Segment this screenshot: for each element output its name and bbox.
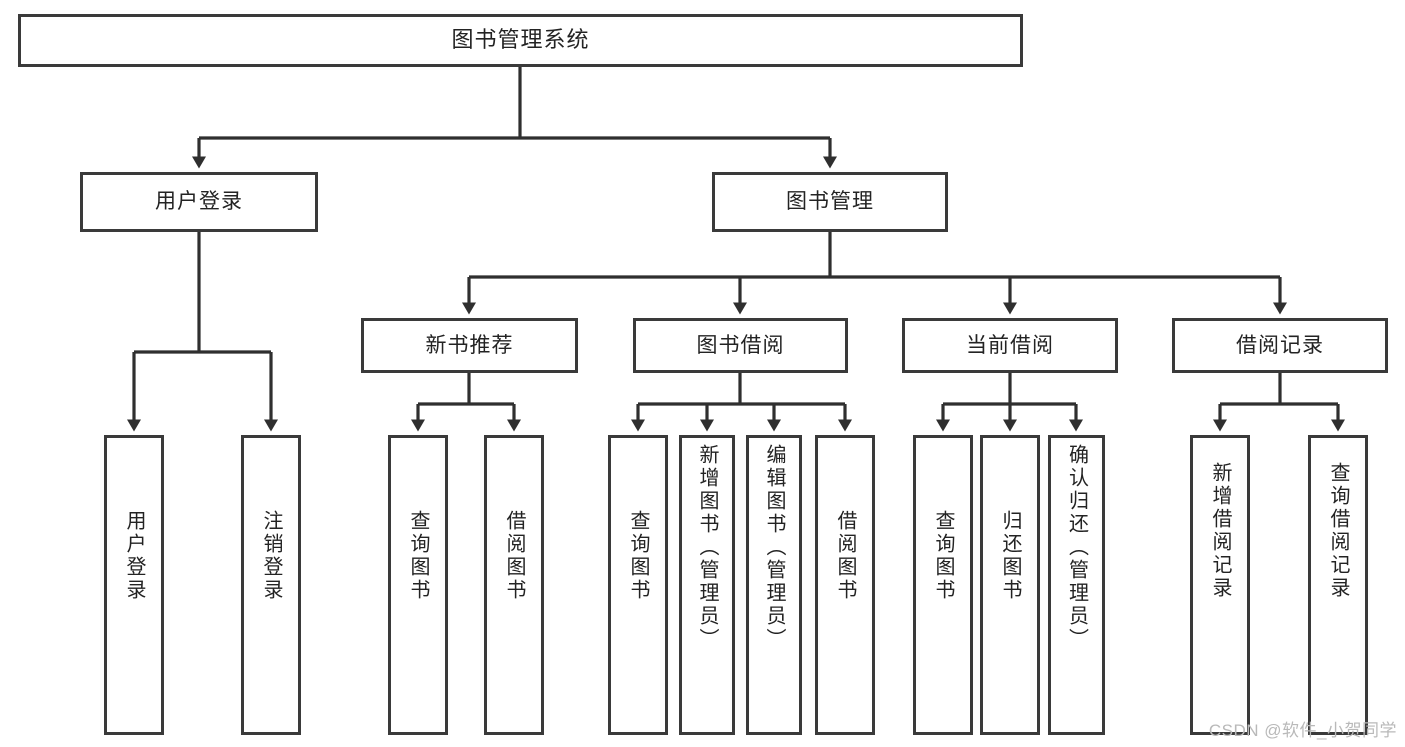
node-book-borrow[interactable]: 图书借阅 bbox=[633, 318, 848, 373]
node-label: 归还图书 bbox=[999, 510, 1021, 602]
node-leaf-user-login[interactable]: 用户登录 bbox=[104, 435, 164, 735]
node-leaf-borrow-book-1[interactable]: 借阅图书 bbox=[484, 435, 544, 735]
node-label: 借阅图书 bbox=[834, 510, 856, 602]
node-leaf-add-book[interactable]: 新增图书（管理员） bbox=[679, 435, 735, 735]
node-root-system[interactable]: 图书管理系统 bbox=[18, 14, 1023, 67]
node-leaf-confirm-return[interactable]: 确认归还（管理员） bbox=[1048, 435, 1105, 735]
node-label: 当前借阅 bbox=[966, 333, 1054, 357]
node-label: 查询借阅记录 bbox=[1327, 462, 1349, 600]
node-leaf-query-book-2[interactable]: 查询图书 bbox=[608, 435, 668, 735]
node-label: 查询图书 bbox=[407, 510, 429, 602]
node-leaf-add-record[interactable]: 新增借阅记录 bbox=[1190, 435, 1250, 735]
node-label: 查询图书 bbox=[932, 510, 954, 602]
watermark-text: CSDN @软件_小贺同学 bbox=[1208, 721, 1397, 740]
node-label: 新增借阅记录 bbox=[1209, 462, 1231, 600]
node-label: 借阅记录 bbox=[1236, 333, 1324, 357]
node-label: 查询图书 bbox=[627, 510, 649, 602]
node-label: 图书借阅 bbox=[696, 333, 785, 357]
node-leaf-logout[interactable]: 注销登录 bbox=[241, 435, 301, 735]
node-label: 注销登录 bbox=[260, 510, 282, 602]
node-leaf-borrow-book-2[interactable]: 借阅图书 bbox=[815, 435, 875, 735]
node-label: 借阅图书 bbox=[503, 510, 525, 602]
node-current-borrow[interactable]: 当前借阅 bbox=[902, 318, 1118, 373]
node-leaf-return-book[interactable]: 归还图书 bbox=[980, 435, 1040, 735]
node-label: 图书管理 bbox=[786, 190, 874, 214]
node-label: 用户登录 bbox=[155, 190, 243, 214]
node-leaf-edit-book[interactable]: 编辑图书（管理员） bbox=[746, 435, 802, 735]
node-user-login[interactable]: 用户登录 bbox=[80, 172, 318, 232]
node-borrow-record[interactable]: 借阅记录 bbox=[1172, 318, 1388, 373]
node-label: 编辑图书（管理员） bbox=[763, 444, 785, 651]
node-book-manage[interactable]: 图书管理 bbox=[712, 172, 948, 232]
node-leaf-query-record[interactable]: 查询借阅记录 bbox=[1308, 435, 1368, 735]
node-label: 确认归还（管理员） bbox=[1065, 444, 1088, 651]
node-leaf-query-book-1[interactable]: 查询图书 bbox=[388, 435, 448, 735]
node-label: 新书推荐 bbox=[425, 333, 514, 357]
node-label: 图书管理系统 bbox=[451, 27, 590, 53]
node-new-book-recommend[interactable]: 新书推荐 bbox=[361, 318, 578, 373]
node-label: 新增图书（管理员） bbox=[696, 444, 718, 651]
node-label: 用户登录 bbox=[123, 510, 145, 602]
node-leaf-query-book-3[interactable]: 查询图书 bbox=[913, 435, 973, 735]
